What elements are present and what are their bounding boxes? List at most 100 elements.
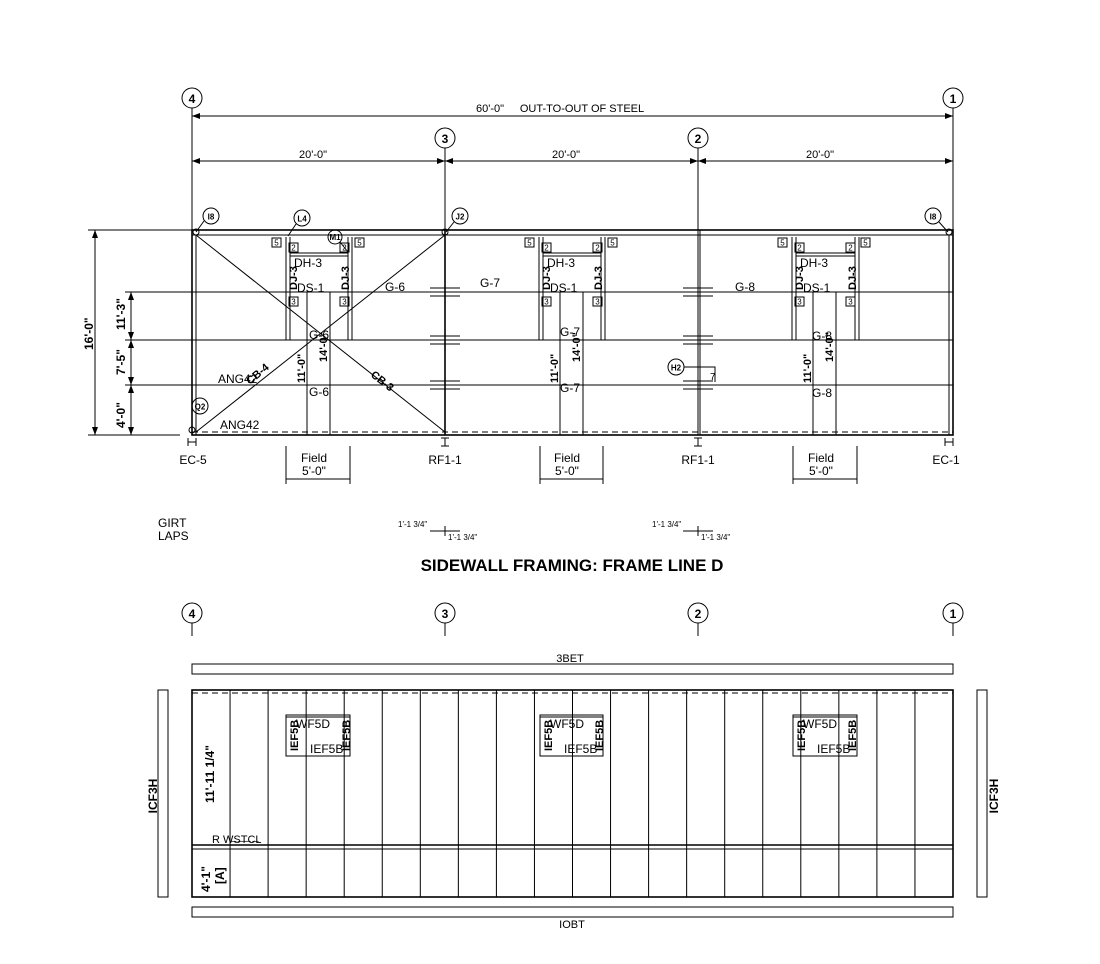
girt-laps — [430, 287, 713, 390]
svg-text:3: 3 — [442, 607, 449, 621]
svg-text:4: 4 — [189, 92, 196, 106]
svg-text:2: 2 — [797, 244, 802, 253]
grid-bubble-2: 2 — [687, 127, 709, 149]
svg-text:20'-0": 20'-0" — [806, 149, 834, 161]
svg-text:G-7: G-7 — [560, 325, 580, 339]
svg-text:3: 3 — [291, 298, 296, 307]
svg-text:IEF5B: IEF5B — [289, 720, 301, 751]
svg-text:DS-1: DS-1 — [803, 281, 831, 295]
framed-opening-bay-b — [538, 237, 606, 435]
svg-text:5: 5 — [274, 239, 279, 248]
svg-text:DJ-3: DJ-3 — [794, 266, 806, 290]
opening-labels-c: DH-3 DS-1 DJ-3 DJ-3 11'-0" 14'-0" — [794, 256, 859, 383]
svg-text:3: 3 — [342, 298, 347, 307]
svg-text:I8: I8 — [208, 213, 215, 222]
svg-text:IEF5B: IEF5B — [341, 720, 353, 751]
svg-text:11'-0": 11'-0" — [802, 354, 814, 383]
panel-note: R W̶S̶T̶C̶L — [212, 834, 262, 846]
svg-text:DH-3: DH-3 — [547, 256, 575, 270]
svg-text:2: 2 — [291, 244, 296, 253]
svg-text:EC-1: EC-1 — [932, 453, 960, 467]
svg-text:2: 2 — [544, 244, 549, 253]
svg-text:11'-0": 11'-0" — [296, 354, 308, 383]
svg-text:60'-0": 60'-0" — [476, 103, 504, 115]
svg-text:1'-1 3/4": 1'-1 3/4" — [652, 520, 681, 529]
svg-text:G-8: G-8 — [812, 329, 832, 343]
svg-text:3: 3 — [595, 298, 600, 307]
svg-text:DJ-3: DJ-3 — [288, 266, 300, 290]
svg-text:DJ-3: DJ-3 — [847, 266, 859, 290]
svg-text:IOBT: IOBT — [559, 919, 585, 931]
svg-text:2: 2 — [848, 244, 853, 253]
svg-text:WF5D: WF5D — [803, 717, 837, 731]
left-side-trim — [157, 689, 169, 898]
svg-text:DJ-3: DJ-3 — [593, 266, 605, 290]
svg-text:4'-0": 4'-0" — [114, 402, 128, 428]
svg-text:2: 2 — [695, 132, 702, 146]
framed-opening-bay-a — [285, 237, 353, 435]
column-markers: EC-5 RF1-1 RF1-1 EC-1 — [179, 437, 960, 467]
svg-text:I8: I8 — [930, 213, 937, 222]
svg-text:RF1-1: RF1-1 — [681, 453, 715, 467]
svg-text:3BET: 3BET — [556, 653, 584, 665]
svg-text:5'-0": 5'-0" — [555, 464, 579, 478]
svg-text:3: 3 — [544, 298, 549, 307]
svg-text:11'-3": 11'-3" — [114, 298, 128, 330]
svg-text:DH-3: DH-3 — [800, 256, 828, 270]
svg-text:2: 2 — [595, 244, 600, 253]
svg-text:1: 1 — [950, 607, 957, 621]
opening-labels-a: DH-3 DS-1 DJ-3 DJ-3 11'-0" 14'-0" — [288, 256, 352, 383]
grid-bubble-3: 3 — [434, 127, 456, 149]
svg-text:G-6: G-6 — [309, 385, 329, 399]
grid-bubble-3-lower: 3 — [434, 602, 456, 636]
svg-text:5'-0": 5'-0" — [809, 464, 833, 478]
svg-text:IEF5B: IEF5B — [817, 742, 850, 756]
svg-text:5: 5 — [357, 239, 362, 248]
svg-text:1: 1 — [950, 92, 957, 106]
svg-text:2: 2 — [695, 607, 702, 621]
svg-text:J2: J2 — [456, 213, 465, 222]
opening-labels-b: DH-3 DS-1 DJ-3 DJ-3 11'-0" 14'-0" — [541, 256, 605, 383]
sheeting-elevation: 4 3 2 1 3BET ICF3H ICF3H — [146, 602, 1001, 931]
top-trim — [191, 663, 954, 675]
svg-text:3: 3 — [442, 132, 449, 146]
svg-text:G-6: G-6 — [309, 328, 329, 342]
svg-text:5'-0": 5'-0" — [302, 464, 326, 478]
svg-text:G-6: G-6 — [385, 280, 405, 294]
opening-width-dims: Field 5'-0" Field 5'-0" Field 5'-0" — [285, 446, 858, 484]
angle-label-1: ANG42 — [218, 372, 258, 386]
detail-bubbles: I8 L4 M1 J2 I8 H2 7 Q2 — [188, 207, 953, 434]
grid-bubble-4: 4 — [181, 87, 203, 109]
svg-text:Field: Field — [554, 451, 580, 465]
framed-opening-bay-c — [791, 237, 860, 435]
svg-text:3: 3 — [848, 298, 853, 307]
svg-text:OUT-TO-OUT OF STEEL: OUT-TO-OUT OF STEEL — [520, 103, 644, 115]
svg-text:GIRT: GIRT — [158, 516, 187, 530]
sidewall-framing-elevation: 4 3 2 1 60'-0" OUT-TO-OUT OF STEEL — [82, 87, 964, 575]
svg-text:L4: L4 — [297, 215, 307, 224]
panel-height-upper: 11'-11 1/4" — [203, 745, 217, 803]
drawing-title: SIDEWALL FRAMING: FRAME LINE D — [421, 556, 724, 575]
svg-text:IEF5B: IEF5B — [310, 742, 343, 756]
bay-dimensions: 20'-0" 20'-0" 20'-0" — [192, 149, 953, 164]
svg-text:WF5D: WF5D — [296, 717, 330, 731]
angle-label-2: ANG42 — [220, 418, 260, 432]
svg-text:Q2: Q2 — [195, 403, 206, 412]
grid-bubble-2-lower: 2 — [687, 602, 709, 636]
bottom-trim — [191, 906, 954, 918]
svg-text:DH-3: DH-3 — [294, 256, 322, 270]
svg-text:IEF5B: IEF5B — [594, 720, 606, 751]
grid-bubble-1: 1 — [942, 87, 964, 109]
svg-text:1'-1 3/4": 1'-1 3/4" — [398, 520, 427, 529]
svg-text:Field: Field — [808, 451, 834, 465]
right-side-trim — [976, 689, 988, 898]
panel-height-lower-tag: [A] — [213, 867, 227, 884]
svg-text:14'-0": 14'-0" — [824, 332, 836, 362]
svg-text:DJ-3: DJ-3 — [340, 266, 352, 290]
svg-text:14'-0": 14'-0" — [571, 332, 583, 362]
svg-text:ICF3H: ICF3H — [987, 779, 1001, 814]
svg-text:Field: Field — [301, 451, 327, 465]
svg-text:3: 3 — [797, 298, 802, 307]
svg-text:20'-0": 20'-0" — [299, 149, 327, 161]
